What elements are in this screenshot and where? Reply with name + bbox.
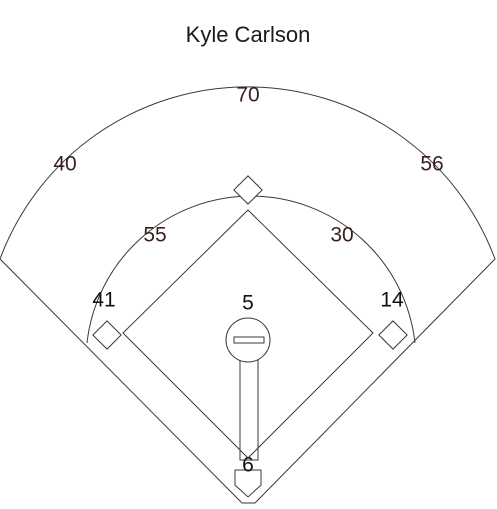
outfield-boundary — [0, 86, 496, 504]
third-base — [92, 320, 122, 350]
home-plate — [234, 469, 262, 498]
position-right-field: 56 — [420, 152, 444, 176]
base-paths — [122, 209, 374, 459]
position-shortstop: 55 — [143, 223, 167, 247]
second-base — [233, 175, 263, 205]
pitchers-rubber — [233, 336, 265, 344]
first-base — [378, 320, 408, 350]
position-pitcher: 5 — [242, 291, 254, 315]
position-second-base: 30 — [330, 223, 354, 247]
position-catcher: 6 — [242, 453, 254, 477]
player-name: Kyle Carlson — [185, 22, 311, 47]
position-first-base: 14 — [380, 288, 404, 312]
position-third-base: 41 — [92, 288, 116, 312]
pitcher-lane — [239, 359, 259, 461]
position-center-field: 70 — [236, 83, 260, 107]
position-left-field: 40 — [53, 152, 77, 176]
